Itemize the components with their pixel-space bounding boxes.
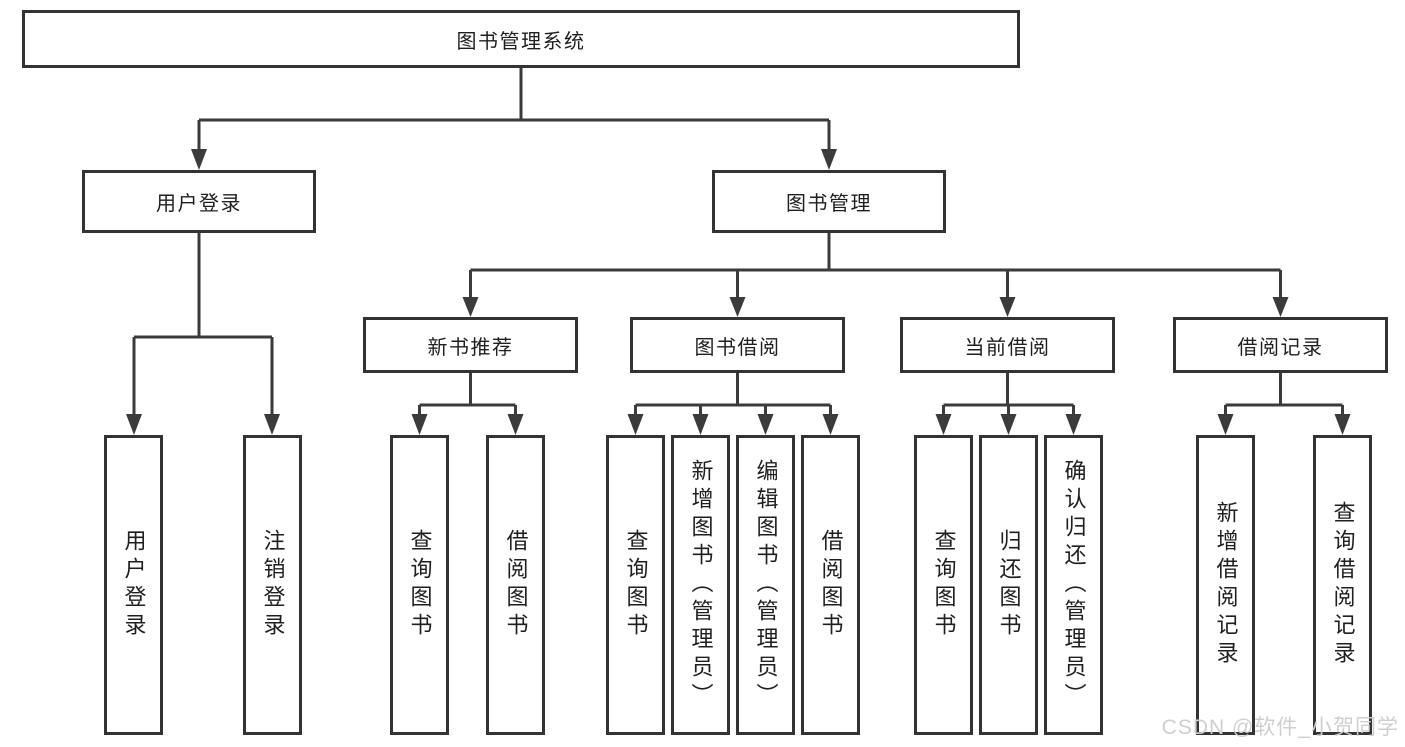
node-leaf-borrow-books-recommend: 借阅图书 [486,435,545,735]
node-borrowing-records: 借阅记录 [1173,317,1388,373]
node-leaf-query-books-borrow: 查询图书 [606,435,665,735]
node-label: 归还图书 [996,529,1022,641]
node-leaf-add-borrow-record: 新增借阅记录 [1196,435,1255,735]
node-label: 借阅图书 [818,529,844,641]
node-label: 新增借阅记录 [1213,501,1239,669]
node-label: 新增图书（管理员） [688,459,714,711]
node-current-borrowing: 当前借阅 [900,317,1115,373]
node-library-management-system: 图书管理系统 [22,10,1020,68]
node-label: 查询图书 [407,529,433,641]
node-leaf-query-books-recommend: 查询图书 [390,435,449,735]
node-leaf-edit-book-admin: 编辑图书（管理员） [736,435,795,735]
node-leaf-return-books: 归还图书 [979,435,1038,735]
node-label: 确认归还（管理员） [1061,459,1087,711]
node-leaf-query-books-current: 查询图书 [914,435,973,735]
node-new-book-recommendation: 新书推荐 [363,317,578,373]
node-book-borrowing: 图书借阅 [630,317,845,373]
node-label: 借阅记录 [1237,336,1324,359]
node-user-login: 用户登录 [82,170,316,233]
node-leaf-borrow-books: 借阅图书 [801,435,860,735]
node-label: 查询图书 [623,529,649,641]
node-leaf-logout: 注销登录 [243,435,302,735]
node-label: 查询借阅记录 [1330,501,1356,669]
node-label: 编辑图书（管理员） [753,459,779,711]
node-label: 图书管理系统 [456,30,586,53]
node-label: 用户登录 [121,529,147,641]
node-label: 查询图书 [931,529,957,641]
node-label: 图书借阅 [694,336,781,359]
node-label: 注销登录 [260,529,286,641]
node-label: 借阅图书 [503,529,529,641]
node-book-management: 图书管理 [712,170,946,233]
node-label: 用户登录 [156,193,242,215]
node-leaf-user-login: 用户登录 [104,435,163,735]
node-leaf-add-book-admin: 新增图书（管理员） [671,435,730,735]
node-label: 图书管理 [786,193,872,215]
node-leaf-query-borrow-record: 查询借阅记录 [1313,435,1372,735]
node-label: 当前借阅 [964,336,1051,359]
node-leaf-confirm-return-admin: 确认归还（管理员） [1044,435,1103,735]
node-label: 新书推荐 [427,336,514,359]
csdn-watermark: CSDN @软件_小贺同学 [1161,716,1399,739]
